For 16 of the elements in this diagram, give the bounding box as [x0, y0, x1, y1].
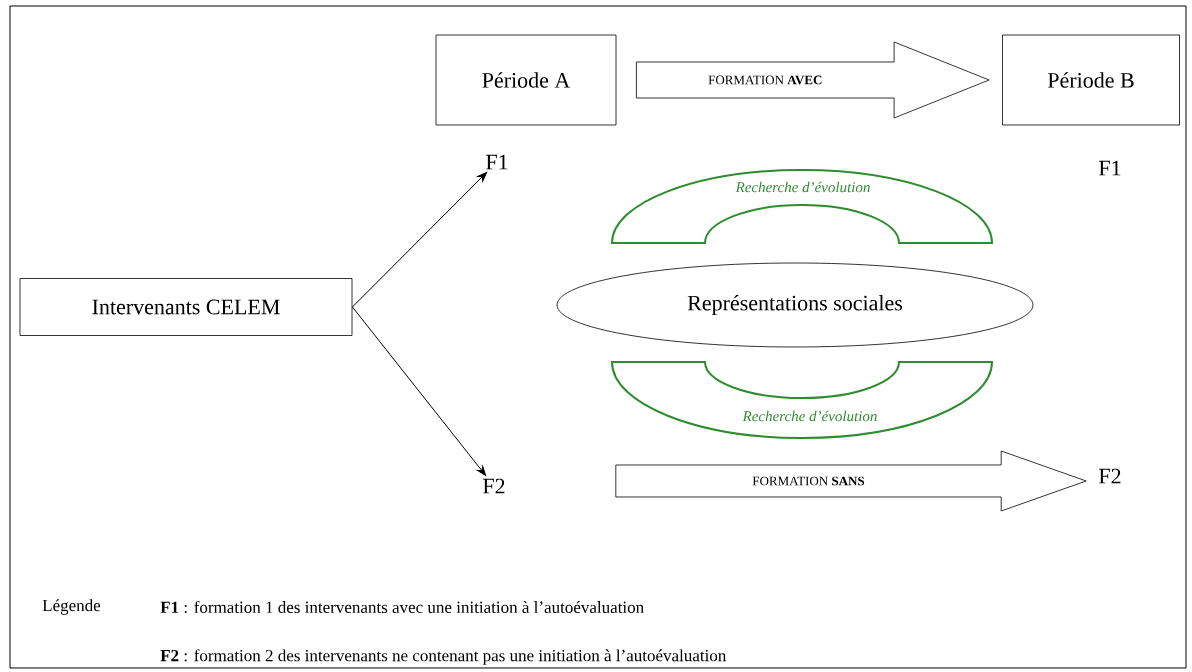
arrow	[351, 171, 488, 308]
text-box: Période A	[435, 34, 617, 126]
edge-label: FORMATION SANS	[752, 476, 865, 486]
node-label: F2	[1099, 468, 1121, 484]
legend-text: F1 : formation 1 des intervenants avec une initiation à l’autoévaluation	[160, 600, 644, 614]
node-label: F2	[483, 478, 505, 494]
node-label: F1	[1099, 160, 1121, 176]
text-box: Intervenants CELEM	[19, 278, 353, 336]
arrow	[351, 306, 487, 476]
block-arrow	[615, 450, 1087, 512]
text-box: Période B	[1002, 34, 1180, 126]
legend-text: Légende	[42, 599, 101, 615]
edge-label: FORMATION AVEC	[708, 75, 822, 85]
block-arrow	[636, 41, 990, 119]
node-label: F1	[486, 154, 508, 170]
legend-text: F2 : formation 2 des intervenants ne contenant pas une initiation à l’autoévaluation	[160, 649, 727, 665]
